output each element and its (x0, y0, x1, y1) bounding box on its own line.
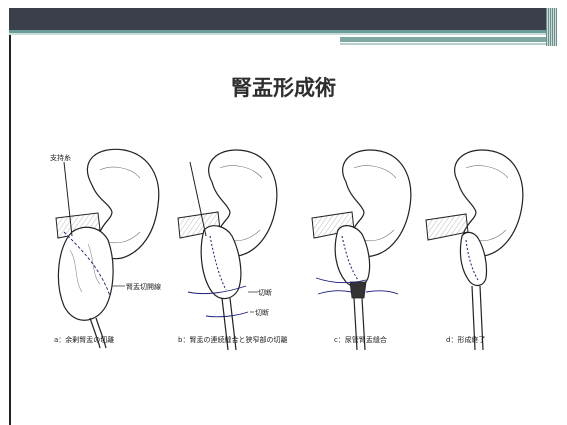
panel-b-drawing (178, 150, 277, 350)
ureteropelvic-anastomosis-c (350, 282, 366, 298)
caption-d: d：形成終了 (446, 335, 485, 344)
label-cut-1: 切断 (258, 288, 272, 297)
label-cut-2: 切断 (255, 308, 269, 317)
panel-d-drawing (426, 150, 523, 350)
dilated-pelvis-a (58, 227, 113, 320)
cut-line-b2 (206, 312, 248, 317)
label-pelvis-incision-line: 腎盂切開線 (126, 282, 161, 291)
panel-a-drawing (56, 149, 159, 348)
caption-c: c：尿管腎盂縫合 (334, 335, 387, 344)
caption-b: b：腎盂の連続縫合と狭窄部の切離 (178, 335, 287, 344)
caption-a: a：余剰腎盂の切離 (54, 335, 114, 344)
panel-c-drawing (312, 150, 411, 350)
label-support-thread: 支持糸 (50, 153, 71, 162)
